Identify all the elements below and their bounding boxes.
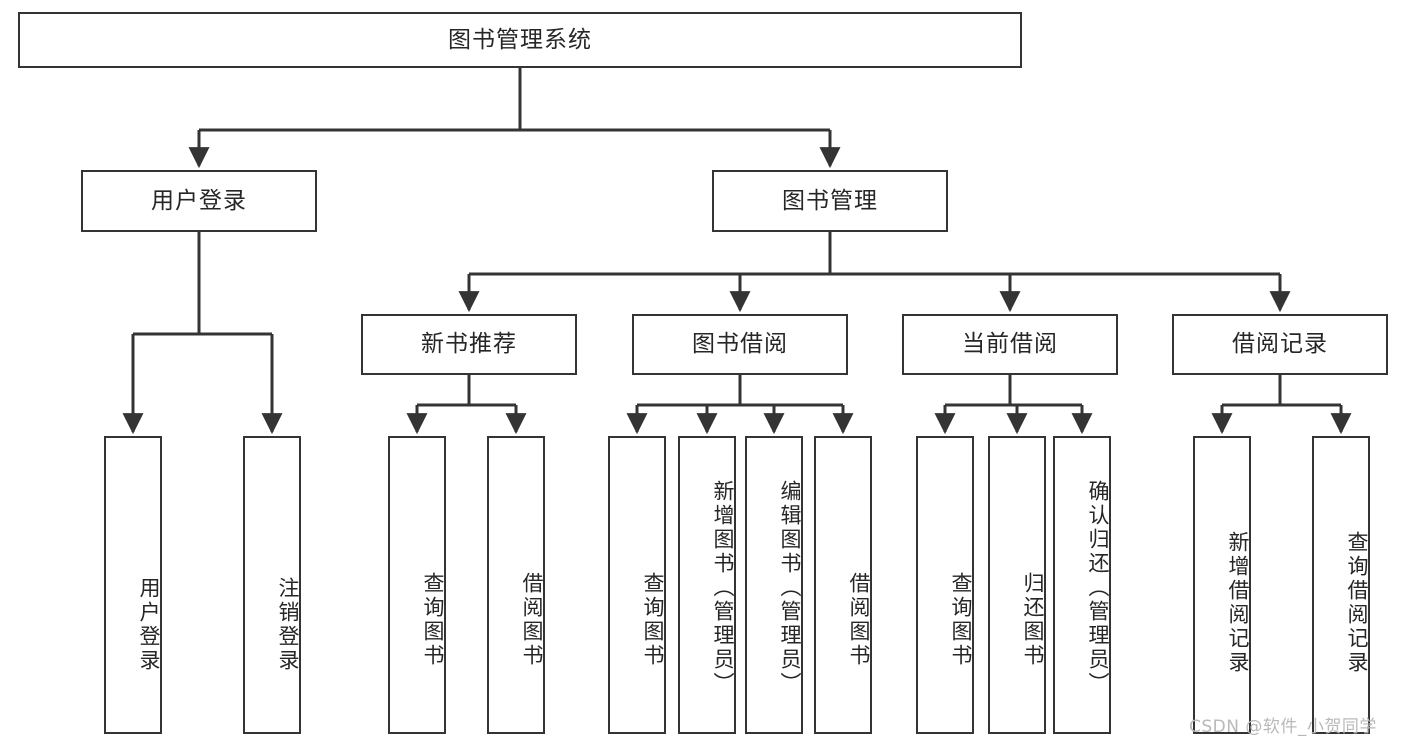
node-leaf-user-login[interactable]: 用户登录 — [104, 436, 162, 734]
node-leaf-query-book-3[interactable]: 查询图书 — [916, 436, 974, 734]
node-book-management[interactable]: 图书管理 — [712, 170, 948, 232]
node-leaf-return-book[interactable]: 归还图书 — [988, 436, 1046, 734]
node-leaf-confirm-return[interactable]: 确认归还（管理员） — [1053, 436, 1111, 734]
node-leaf-logout-label: 注销登录 — [276, 577, 300, 673]
edge-group-book-borrow — [626, 375, 854, 435]
node-borrow-record[interactable]: 借阅记录 — [1172, 314, 1388, 375]
edge-group-borrow-record — [1211, 375, 1352, 435]
node-leaf-logout[interactable]: 注销登录 — [243, 436, 301, 734]
node-leaf-query-book-1-label: 查询图书 — [421, 572, 445, 668]
node-leaf-query-book-1[interactable]: 查询图书 — [388, 436, 446, 734]
node-leaf-user-login-label: 用户登录 — [137, 577, 161, 673]
node-leaf-add-record[interactable]: 新增借阅记录 — [1193, 436, 1251, 734]
node-user-login[interactable]: 用户登录 — [81, 170, 317, 232]
node-leaf-query-book-3-label: 查询图书 — [949, 572, 973, 668]
node-leaf-borrow-book-1-label: 借阅图书 — [520, 572, 544, 668]
node-book-borrow-label: 图书借阅 — [692, 331, 788, 358]
node-root[interactable]: 图书管理系统 — [18, 12, 1022, 68]
node-leaf-query-book-2[interactable]: 查询图书 — [608, 436, 666, 734]
node-leaf-add-record-label: 新增借阅记录 — [1226, 531, 1250, 675]
edge-group-new-book-recommend — [406, 375, 527, 435]
node-leaf-borrow-book-1[interactable]: 借阅图书 — [487, 436, 545, 734]
edge-group-book-management — [458, 232, 1291, 313]
node-root-label: 图书管理系统 — [448, 26, 592, 53]
node-book-management-label: 图书管理 — [782, 187, 878, 214]
edge-group-current-borrow — [934, 375, 1093, 435]
node-leaf-edit-book[interactable]: 编辑图书（管理员） — [745, 436, 803, 734]
node-borrow-record-label: 借阅记录 — [1232, 331, 1328, 358]
node-book-borrow[interactable]: 图书借阅 — [632, 314, 848, 375]
node-leaf-add-book-label: 新增图书（管理员） — [711, 480, 735, 696]
node-leaf-borrow-book-2-label: 借阅图书 — [847, 572, 871, 668]
node-new-book-recommend[interactable]: 新书推荐 — [361, 314, 577, 375]
node-leaf-add-book[interactable]: 新增图书（管理员） — [678, 436, 736, 734]
node-current-borrow[interactable]: 当前借阅 — [902, 314, 1118, 375]
node-current-borrow-label: 当前借阅 — [962, 331, 1058, 358]
node-leaf-query-record[interactable]: 查询借阅记录 — [1312, 436, 1370, 734]
node-leaf-return-book-label: 归还图书 — [1021, 572, 1045, 668]
edge-group-user-login — [122, 232, 283, 435]
node-leaf-confirm-return-label: 确认归还（管理员） — [1086, 480, 1110, 696]
node-new-book-recommend-label: 新书推荐 — [421, 331, 517, 358]
csdn-watermark: CSDN @软件_小贺同学 — [1189, 717, 1377, 737]
node-leaf-query-book-2-label: 查询图书 — [641, 572, 665, 668]
edge-group-root — [188, 68, 841, 169]
node-leaf-edit-book-label: 编辑图书（管理员） — [778, 480, 802, 696]
node-leaf-query-record-label: 查询借阅记录 — [1345, 531, 1369, 675]
node-user-login-label: 用户登录 — [151, 187, 247, 214]
node-leaf-borrow-book-2[interactable]: 借阅图书 — [814, 436, 872, 734]
